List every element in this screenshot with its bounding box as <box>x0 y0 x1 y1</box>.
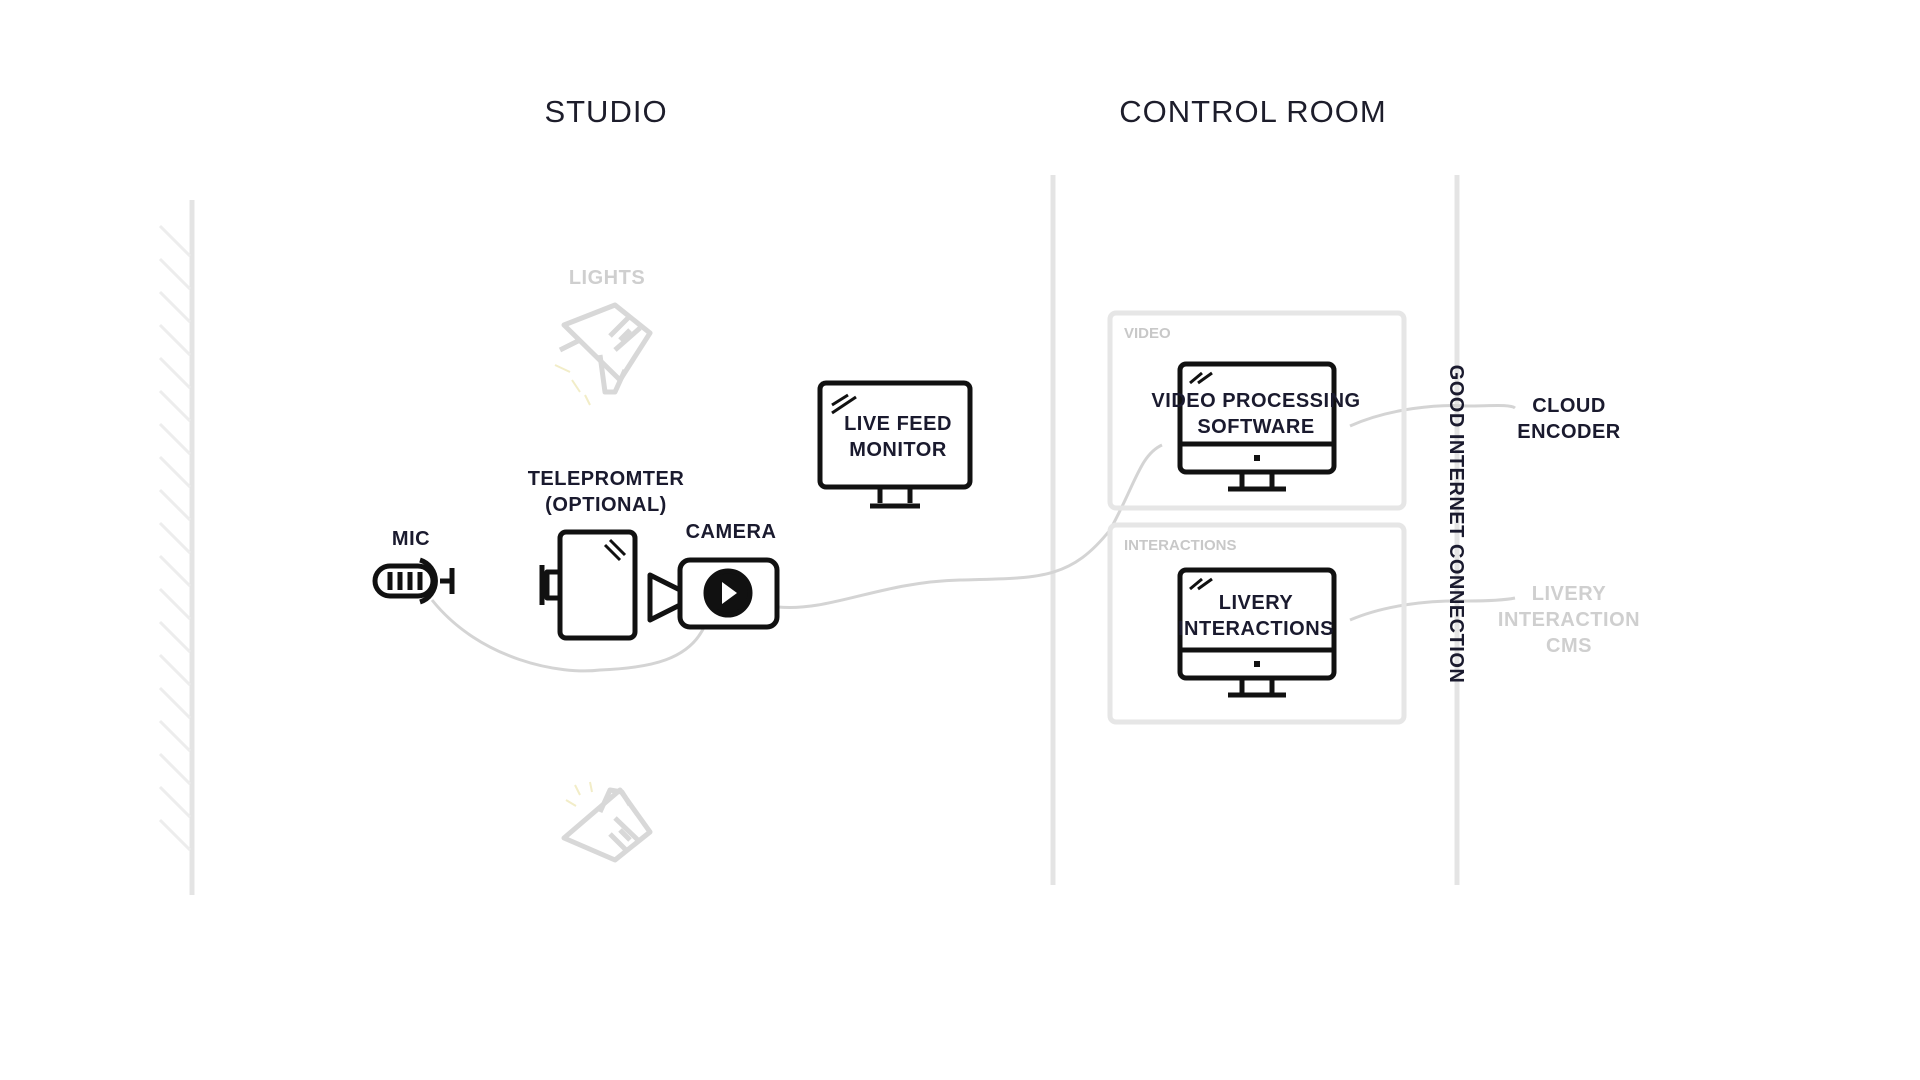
teleprompter-icon <box>539 529 638 641</box>
video-to-cloud-cable <box>1349 404 1516 428</box>
video-group-title: VIDEO <box>1124 325 1171 342</box>
live-feed-monitor-label-line2: MONITOR <box>849 439 947 461</box>
livery-cms-label-line1: LIVERY <box>1532 583 1607 605</box>
light-bottom-icon <box>561 787 653 863</box>
livery-interactions-monitor-icon <box>1177 567 1337 698</box>
cloud-encoder-label-line1: CLOUD <box>1532 395 1606 417</box>
teleprompter-label-line1: TELEPROMTER <box>528 468 685 490</box>
internet-connection-label: GOOD INTERNET CONNECTION <box>1445 365 1467 684</box>
video-software-label-line1: VIDEO PROCESSING <box>1151 390 1360 412</box>
livery-cms-label-line2: INTERACTION <box>1498 609 1640 631</box>
teleprompter-label-line2: (OPTIONAL) <box>545 494 667 516</box>
cloud-encoder-label-line2: ENCODER <box>1517 421 1621 443</box>
camera-label: CAMERA <box>686 521 777 543</box>
interactions-group-title: INTERACTIONS <box>1124 537 1237 554</box>
light-top-icon <box>558 302 653 395</box>
video-software-monitor-icon <box>1177 361 1337 492</box>
live-feed-monitor-icon <box>817 380 973 509</box>
lights-label: LIGHTS <box>569 267 645 289</box>
mic-icon <box>372 557 455 605</box>
studio-wall <box>158 200 195 895</box>
live-feed-monitor-label-line1: LIVE FEED <box>844 413 952 435</box>
livery-to-cms-cable <box>1349 596 1516 622</box>
livery-interactions-label-line2: INTERACTIONS <box>1178 618 1334 640</box>
mic-to-camera-cable <box>430 599 707 673</box>
video-group-box <box>1107 310 1407 511</box>
livery-cms-label-line3: CMS <box>1546 635 1592 657</box>
video-software-label-line2: SOFTWARE <box>1197 416 1314 438</box>
light-top-glow-icon <box>554 364 591 406</box>
light-bottom-glow-icon <box>565 781 593 807</box>
livery-interactions-label-line1: LIVERY <box>1219 592 1294 614</box>
control-room-section-title: CONTROL ROOM <box>1119 94 1386 129</box>
interactions-group-box <box>1107 522 1407 725</box>
camera-icon <box>647 557 780 630</box>
studio-section-title: STUDIO <box>544 94 667 129</box>
mic-label: MIC <box>392 528 430 550</box>
camera-to-video-software-cable <box>777 443 1163 610</box>
